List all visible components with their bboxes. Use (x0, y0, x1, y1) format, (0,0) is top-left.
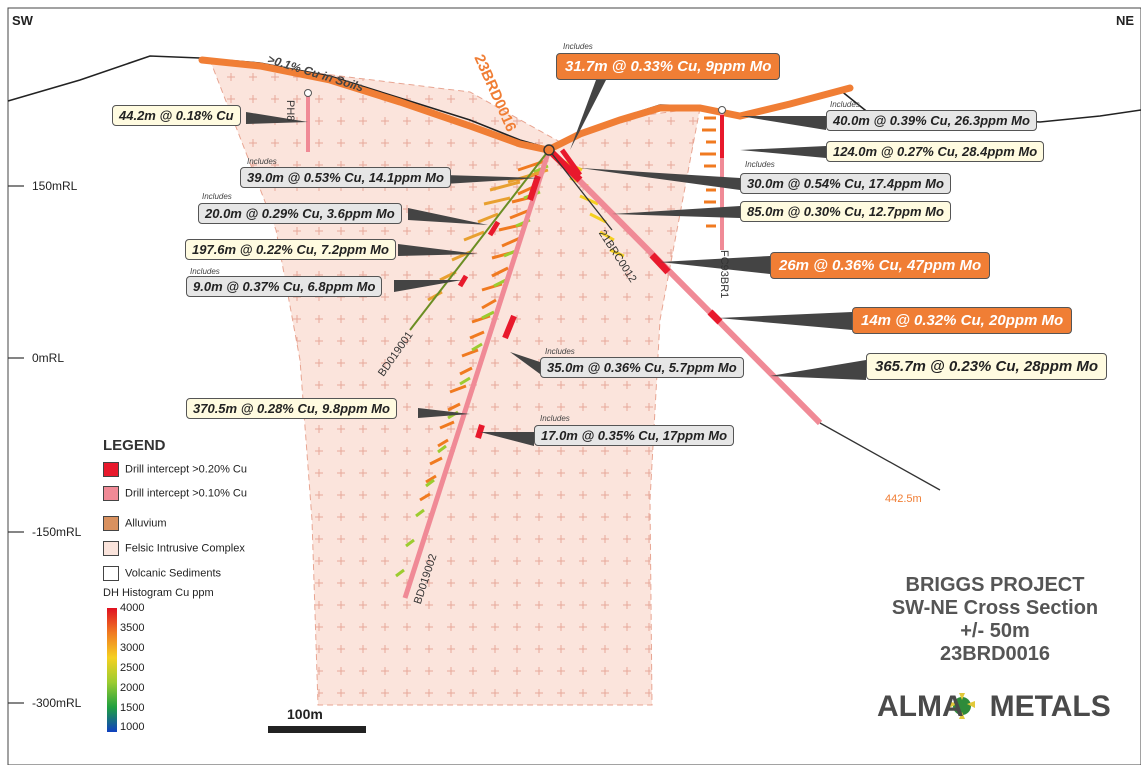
intercept-label-a3: 197.6m @ 0.22% Cu, 7.2ppm Mo (185, 239, 396, 260)
intercept-label-m1: 26m @ 0.36% Cu, 47ppm Mo (770, 252, 991, 279)
rl-label-150: 150mRL (32, 179, 78, 193)
includes-tag: Includes (540, 414, 570, 423)
intercept-label-m2: 14m @ 0.32% Cu, 20ppm Mo (852, 307, 1073, 334)
logo-text-right: METALS (989, 690, 1111, 723)
ne-direction-label: NE (1116, 13, 1135, 28)
legend-item-alluvium: Alluvium (103, 516, 167, 531)
title-block: BRIGGS PROJECT SW-NE Cross Section +/- 5… (860, 574, 1130, 666)
hole-label-fc93br1: FC93BR1 (718, 250, 730, 299)
logo-text-left: ALMA (877, 690, 964, 723)
intercept-label-top-main: 31.7m @ 0.33% Cu, 9ppm Mo (556, 53, 781, 80)
logo-emblem (949, 693, 975, 719)
intercept-label-a1: 39.0m @ 0.53% Cu, 14.1ppm Mo (240, 167, 451, 188)
hole-label-ph8: PH8 (284, 100, 296, 122)
intercept-label-m3: 365.7m @ 0.23% Cu, 28ppm Mo (866, 353, 1108, 380)
includes-tag: Includes (830, 100, 860, 109)
rl-label-0: 0mRL (32, 351, 65, 365)
rl-label-minus150: -150mRL (32, 525, 82, 539)
legend-item-high-intercept: Drill intercept >0.20% Cu (103, 462, 247, 477)
legend-item-volcanic: Volcanic Sediments (103, 566, 221, 581)
scale-tick: 3500 (120, 622, 145, 634)
scale-bar-label: 100m (287, 706, 323, 722)
intercept-label-b2: 124.0m @ 0.27% Cu, 28.4ppm Mo (826, 141, 1045, 162)
end-depth-label: 442.5m (885, 493, 922, 505)
intercept-label-a2: 20.0m @ 0.29% Cu, 3.6ppm Mo (198, 203, 402, 224)
label-leaders (246, 80, 866, 446)
scale-tick: 2000 (120, 682, 145, 694)
scale-tick: 1000 (120, 721, 145, 733)
legend-swatch (103, 486, 119, 501)
includes-tag: Includes (202, 192, 232, 201)
legend-swatch (103, 566, 119, 581)
intercept-label-b3: 30.0m @ 0.54% Cu, 17.4ppm Mo (740, 173, 951, 194)
drill-traces (304, 89, 941, 599)
intercept-label-c1: 35.0m @ 0.36% Cu, 5.7ppm Mo (540, 357, 744, 378)
intercept-label-c2: 370.5m @ 0.28% Cu, 9.8ppm Mo (186, 398, 397, 419)
intercept-label-b1: 40.0m @ 0.39% Cu, 26.3ppm Mo (826, 110, 1037, 131)
rl-label-minus300: -300mRL (32, 696, 82, 710)
histogram-title: DH Histogram Cu ppm (103, 587, 214, 599)
includes-tag: Includes (545, 347, 575, 356)
includes-tag: Includes (190, 267, 220, 276)
title-line-project: BRIGGS PROJECT (905, 574, 1085, 596)
legend-title: LEGEND (103, 437, 166, 454)
scale-tick: 3000 (120, 642, 145, 654)
scale-bar (268, 726, 366, 733)
cu-color-scale (107, 608, 117, 732)
includes-tag: Includes (745, 160, 775, 169)
legend-item-low-intercept: Drill intercept >0.10% Cu (103, 486, 247, 501)
scale-tick: 2500 (120, 662, 145, 674)
includes-tag: Includes (563, 42, 593, 51)
intercept-label-c3: 17.0m @ 0.35% Cu, 17ppm Mo (534, 425, 735, 446)
intercept-label-ph8: 44.2m @ 0.18% Cu (112, 105, 241, 126)
soils-anomaly-band (198, 56, 854, 154)
legend-swatch (103, 462, 119, 477)
legend-item-felsic: Felsic Intrusive Complex (103, 541, 245, 556)
title-line-section: SW-NE Cross Section (891, 597, 1099, 619)
scale-tick: 1500 (120, 702, 145, 714)
company-logo: ALMA METALS (877, 690, 1111, 724)
title-line-hole: 23BRD0016 (939, 643, 1051, 665)
intercept-label-b4: 85.0m @ 0.30% Cu, 12.7ppm Mo (740, 201, 951, 222)
title-line-width: +/- 50m (960, 620, 1030, 642)
includes-tag: Includes (247, 157, 277, 166)
legend-swatch (103, 541, 119, 556)
legend: LEGEND Drill intercept >0.20% Cu Drill i… (103, 437, 293, 733)
scale-tick: 4000 (120, 602, 145, 614)
legend-swatch (103, 516, 119, 531)
intercept-label-a4: 9.0m @ 0.37% Cu, 6.8ppm Mo (186, 276, 383, 297)
sw-direction-label: SW (12, 13, 33, 28)
